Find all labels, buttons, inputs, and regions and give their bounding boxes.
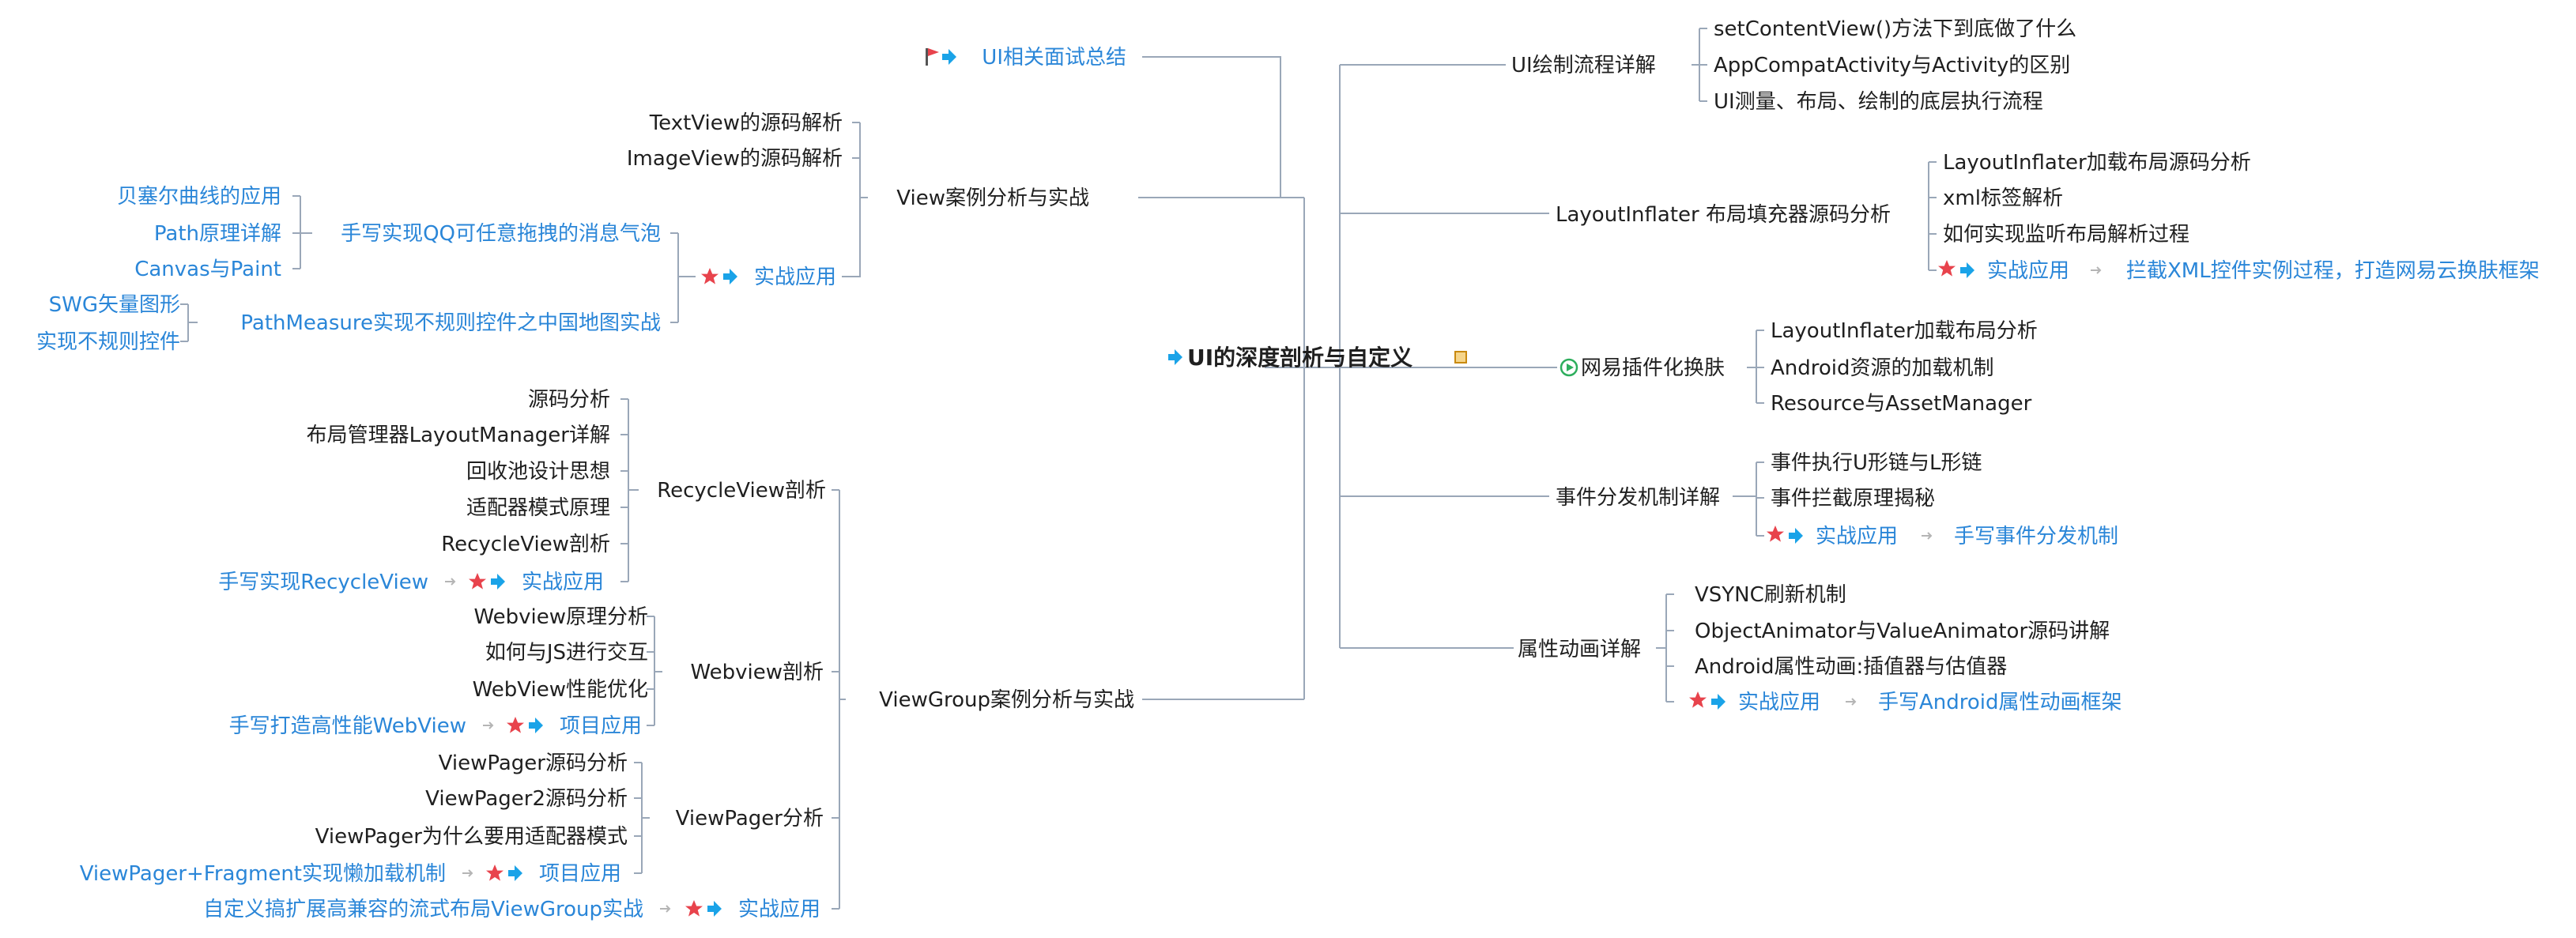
right-arrow-icon — [508, 865, 522, 881]
recycle-practice-leaf[interactable]: 手写实现RecycleView — [218, 571, 428, 594]
star-icon — [469, 573, 486, 590]
recycle-practice[interactable]: 实战应用 — [522, 571, 604, 594]
custom-practice-leaf[interactable]: 自定义搞扩展高兼容的流式布局ViewGroup实战 — [203, 898, 643, 921]
leaf-skin-2: Android资源的加载机制 — [1771, 356, 1994, 380]
webview-item-2: 如何与JS进行交互 — [485, 641, 648, 665]
qq-item-3[interactable]: Canvas与Paint — [134, 258, 281, 281]
root-node[interactable]: UI的深度剖析与自定义 — [1168, 345, 1467, 371]
right-arrow-icon — [1789, 528, 1803, 544]
branch-anim[interactable]: 属性动画详解 — [1518, 638, 1641, 661]
view-map[interactable]: PathMeasure实现不规则控件之中国地图实战 — [240, 311, 661, 335]
inflater-practice-leaf[interactable]: 拦截XML控件实例过程，打造网易云换肤框架 — [2126, 259, 2540, 283]
connector-arrow-icon — [482, 721, 493, 729]
right-arrow-icon — [1960, 262, 1974, 278]
recycle-item-5: RecycleView剖析 — [441, 533, 610, 556]
leaf-anim-3: Android属性动画:插值器与估值器 — [1695, 655, 2007, 679]
connector-arrow-icon — [1845, 698, 1856, 706]
recycle-item-4: 适配器模式原理 — [466, 496, 610, 520]
star-icon — [507, 717, 524, 733]
star-icon — [1938, 260, 1956, 277]
connector-arrow-icon — [1921, 532, 1932, 540]
right-arrow-icon — [707, 901, 722, 917]
star-icon — [486, 865, 504, 881]
qq-item-1[interactable]: 贝塞尔曲线的应用 — [117, 185, 281, 209]
note-icon — [1454, 351, 1467, 364]
map-item-2[interactable]: 实现不规则控件 — [36, 330, 180, 354]
leaf-skin-1: LayoutInflater加载布局分析 — [1771, 319, 2038, 343]
branch-skin[interactable]: 网易插件化换肤 — [1581, 356, 1725, 380]
leaf-ui-draw-2: AppCompatActivity与Activity的区别 — [1714, 54, 2070, 77]
branch-event[interactable]: 事件分发机制详解 — [1556, 486, 1720, 510]
viewpager-item-1: ViewPager源码分析 — [439, 752, 628, 775]
leaf-event-2: 事件拦截原理揭秘 — [1771, 487, 1935, 510]
leaf-anim-1: VSYNC刷新机制 — [1695, 583, 1846, 607]
leaf-skin-3: Resource与AssetManager — [1771, 392, 2032, 416]
view-practice[interactable]: 实战应用 — [754, 266, 836, 289]
right-arrow-icon — [1711, 694, 1726, 710]
qq-item-2[interactable]: Path原理详解 — [154, 222, 281, 246]
recycle-label[interactable]: RecycleView剖析 — [657, 479, 826, 503]
right-arrow-icon — [942, 49, 956, 65]
flag-icon — [926, 48, 939, 66]
inflater-practice[interactable]: 实战应用 — [1987, 259, 2069, 283]
recycle-item-2: 布局管理器LayoutManager详解 — [307, 424, 610, 447]
branch-viewgroup[interactable]: ViewGroup案例分析与实战 — [879, 688, 1134, 712]
right-arrow-icon — [1168, 349, 1182, 365]
leaf-inflater-1: LayoutInflater加载布局源码分析 — [1943, 151, 2251, 175]
webview-practice-leaf[interactable]: 手写打造高性能WebView — [229, 714, 466, 738]
leaf-inflater-2: xml标签解析 — [1943, 186, 2063, 210]
star-icon — [1689, 691, 1707, 708]
event-practice[interactable]: 实战应用 — [1816, 525, 1898, 548]
star-icon — [701, 268, 718, 284]
viewpager-label[interactable]: ViewPager分析 — [676, 807, 824, 831]
event-practice-leaf[interactable]: 手写事件分发机制 — [1954, 525, 2118, 548]
leaf-ui-draw-1: setContentView()方法下到底做了什么 — [1714, 17, 2076, 41]
play-circle-icon — [1560, 358, 1578, 377]
viewpager-practice[interactable]: 项目应用 — [539, 862, 621, 886]
webview-label[interactable]: Webview剖析 — [690, 661, 824, 684]
leaf-ui-draw-3: UI测量、布局、绘制的底层执行流程 — [1714, 90, 2043, 114]
leaf-anim-2: ObjectAnimator与ValueAnimator源码讲解 — [1695, 620, 2110, 643]
view-qq[interactable]: 手写实现QQ可任意拖拽的消息气泡 — [341, 222, 661, 246]
right-arrow-icon — [723, 269, 737, 284]
right-arrow-icon — [491, 574, 505, 590]
right-arrow-icon — [529, 718, 543, 733]
webview-practice[interactable]: 项目应用 — [560, 714, 642, 738]
leaf-inflater-3: 如何实现监听布局解析过程 — [1943, 223, 2189, 247]
leaf-view-1: TextView的源码解析 — [649, 111, 843, 135]
custom-practice[interactable]: 实战应用 — [738, 898, 820, 921]
anim-practice[interactable]: 实战应用 — [1738, 691, 1820, 714]
map-item-1[interactable]: SWG矢量图形 — [49, 293, 180, 317]
branch-inflater[interactable]: LayoutInflater 布局填充器源码分析 — [1556, 203, 1891, 227]
star-icon — [685, 900, 703, 917]
webview-item-1: Webview原理分析 — [473, 605, 648, 629]
branch-summary[interactable]: UI相关面试总结 — [982, 46, 1126, 70]
connector-arrow-icon — [444, 578, 455, 586]
connector-lines — [180, 28, 1937, 910]
connector-arrow-icon — [2090, 266, 2101, 274]
recycle-item-1: 源码分析 — [528, 388, 610, 412]
webview-item-3: WebView性能优化 — [473, 678, 648, 702]
branch-view[interactable]: View案例分析与实战 — [896, 186, 1089, 210]
leaf-event-1: 事件执行U形链与L形链 — [1771, 451, 1982, 475]
branch-ui-draw[interactable]: UI绘制流程详解 — [1511, 54, 1656, 77]
viewpager-practice-leaf[interactable]: ViewPager+Fragment实现懒加载机制 — [80, 862, 446, 886]
anim-practice-leaf[interactable]: 手写Android属性动画框架 — [1878, 691, 2122, 714]
leaf-view-2: ImageView的源码解析 — [627, 147, 843, 171]
viewpager-item-3: ViewPager为什么要用适配器模式 — [315, 825, 628, 849]
recycle-item-3: 回收池设计思想 — [466, 460, 610, 484]
connector-arrow-icon — [462, 869, 473, 877]
connector-arrow-icon — [659, 905, 670, 913]
root-label: UI的深度剖析与自定义 — [1187, 345, 1412, 371]
star-icon — [1767, 526, 1784, 542]
viewpager-item-2: ViewPager2源码分析 — [425, 787, 628, 811]
